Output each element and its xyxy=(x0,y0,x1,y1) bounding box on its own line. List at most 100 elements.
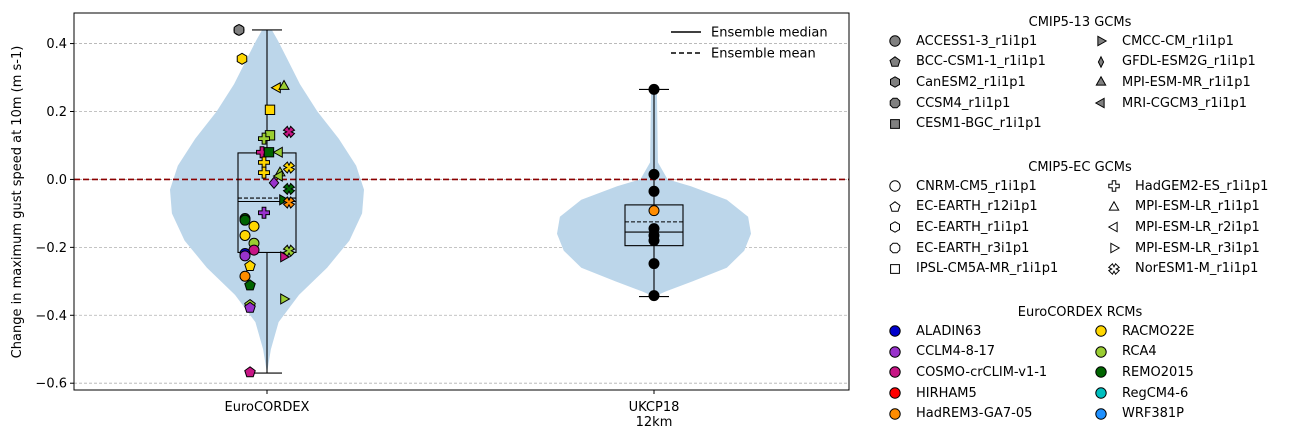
legend-entry-label: COSMO-crCLIM-v1-1 xyxy=(916,364,1048,380)
legend-entry-label: HIRHAM5 xyxy=(916,385,977,401)
legend-entry-label: MPI-ESM-LR_r3i1p1 xyxy=(1135,240,1260,256)
legend-marker-shape xyxy=(889,97,901,109)
legend-marker-shape xyxy=(1108,180,1120,192)
legend-entry: WRF381P xyxy=(1092,406,1184,422)
legend-entry: RegCM4-6 xyxy=(1092,385,1188,401)
legend-entry-label: RCA4 xyxy=(1122,344,1157,360)
data-point xyxy=(278,79,290,90)
data-point xyxy=(282,244,296,258)
legend-entry: IPSL-CM5A-MR_r1i1p1 xyxy=(886,261,1058,277)
data-point xyxy=(239,214,251,226)
data-point xyxy=(248,220,260,232)
legend-marker-shape xyxy=(1095,408,1107,420)
legend-marker xyxy=(1107,262,1121,275)
data-point xyxy=(280,293,291,305)
data-point xyxy=(244,259,256,271)
legend-marker-shape xyxy=(889,242,901,254)
legend-entry: REMO2015 xyxy=(1092,364,1194,380)
legend-entry: BCC-CSM1-1_r1i1p1 xyxy=(886,54,1046,70)
data-point xyxy=(244,279,256,291)
data-point xyxy=(648,235,660,247)
legend-entry: MRI-CGCM3_r1i1p1 xyxy=(1092,95,1247,111)
legend-marker-shape xyxy=(1095,345,1107,358)
legend-marker xyxy=(889,97,901,109)
legend-entry: EC-EARTH_r3i1p1 xyxy=(886,240,1029,256)
data-point xyxy=(282,196,296,209)
legend-entry-label: RACMO22E xyxy=(1122,323,1195,339)
legend-marker xyxy=(889,35,901,47)
legend-marker xyxy=(889,242,901,254)
data-point xyxy=(244,366,256,378)
legend-marker-shape xyxy=(1095,325,1107,337)
legend-entry-label: EC-EARTH_r12i1p1 xyxy=(916,199,1038,215)
legend-entry-label: IPSL-CM5A-MR_r1i1p1 xyxy=(916,261,1059,277)
legend-entry: CCSM4_r1i1p1 xyxy=(886,95,1010,111)
plot-frame xyxy=(73,12,850,391)
legend-marker-shape xyxy=(1095,387,1107,399)
legend-marker-shape xyxy=(889,345,901,358)
legend-marker xyxy=(1097,55,1105,69)
legend-entry-label: MPI-ESM-LR_r2i1p1 xyxy=(1135,219,1260,235)
data-point xyxy=(233,23,245,37)
legend-marker-shape xyxy=(1095,366,1107,379)
legend-marker xyxy=(1108,180,1120,192)
legend-marker xyxy=(1095,76,1107,87)
legend-marker-shape xyxy=(890,221,900,234)
legend-entry: MPI-ESM-MR_r1i1p1 xyxy=(1092,74,1251,90)
data-point xyxy=(264,104,276,115)
legend-marker-shape xyxy=(889,408,901,420)
data-point xyxy=(244,301,256,313)
legend-entry: NorESM1-M_r1i1p1 xyxy=(1105,261,1258,277)
legend-marker xyxy=(1097,35,1108,47)
model-points xyxy=(233,23,660,378)
legend-entry: CCLM4-8-17 xyxy=(886,344,995,360)
legend-entry: GFDL-ESM2G_r1i1p1 xyxy=(1092,54,1256,70)
y-axis-label: Change in maximum gust speed at 10m (m s… xyxy=(10,46,25,359)
legend-marker xyxy=(1094,97,1105,109)
legend-marker xyxy=(1095,408,1107,420)
y-tick-label: −0.2 xyxy=(35,241,67,256)
legend-marker-shape xyxy=(1097,35,1108,47)
legend-entry-label: EC-EARTH_r3i1p1 xyxy=(916,240,1030,256)
legend-marker xyxy=(1108,200,1120,211)
y-tick-label: 0.4 xyxy=(46,37,67,52)
legend-entry: RACMO22E xyxy=(1092,323,1194,339)
legend-marker xyxy=(889,55,901,67)
legend-entry-label: ACCESS1-3_r1i1p1 xyxy=(916,33,1038,49)
legend-entry: EC-EARTH_r1i1p1 xyxy=(886,219,1029,235)
legend-marker xyxy=(889,366,901,379)
data-point xyxy=(282,161,296,174)
legend-marker xyxy=(889,345,901,358)
legend-marker-shape xyxy=(889,387,901,399)
legend-entry: MPI-ESM-LR_r2i1p1 xyxy=(1105,219,1260,235)
legend-entry: ALADIN63 xyxy=(886,323,981,339)
legend-entry: ACCESS1-3_r1i1p1 xyxy=(886,33,1037,49)
legend-marker xyxy=(1095,366,1107,379)
legend-entry-label: HadGEM2-ES_r1i1p1 xyxy=(1135,178,1269,194)
legend-group-title: EuroCORDEX RCMs xyxy=(1017,305,1143,320)
legend-marker-shape xyxy=(1107,262,1121,275)
legend-marker-shape xyxy=(889,35,901,47)
legend-entry-label: CMCC-CM_r1i1p1 xyxy=(1122,33,1234,49)
legend-marker xyxy=(890,263,900,274)
data-point xyxy=(648,83,660,95)
legend-entry-label: CESM1-BGC_r1i1p1 xyxy=(916,116,1042,132)
legend-entry-label: HadREM3-GA7-05 xyxy=(916,406,1033,422)
data-point xyxy=(258,132,270,145)
data-point xyxy=(272,170,283,182)
legend-marker xyxy=(1095,325,1107,337)
legend-entry-label: MPI-ESM-LR_r1i1p1 xyxy=(1135,199,1260,215)
y-tick-label: −0.4 xyxy=(35,309,67,324)
legend-marker xyxy=(889,387,901,399)
data-point xyxy=(648,185,660,197)
legend-entry-label: CCLM4-8-17 xyxy=(916,344,996,360)
data-point xyxy=(282,182,296,196)
legend-marker-shape xyxy=(1108,200,1120,211)
legend-entry: CNRM-CM5_r1i1p1 xyxy=(886,178,1037,194)
legend-entry: CMCC-CM_r1i1p1 xyxy=(1092,33,1234,49)
legend-marker-shape xyxy=(889,325,901,337)
legend-marker xyxy=(890,118,900,129)
legend-marker-shape xyxy=(1110,242,1121,254)
